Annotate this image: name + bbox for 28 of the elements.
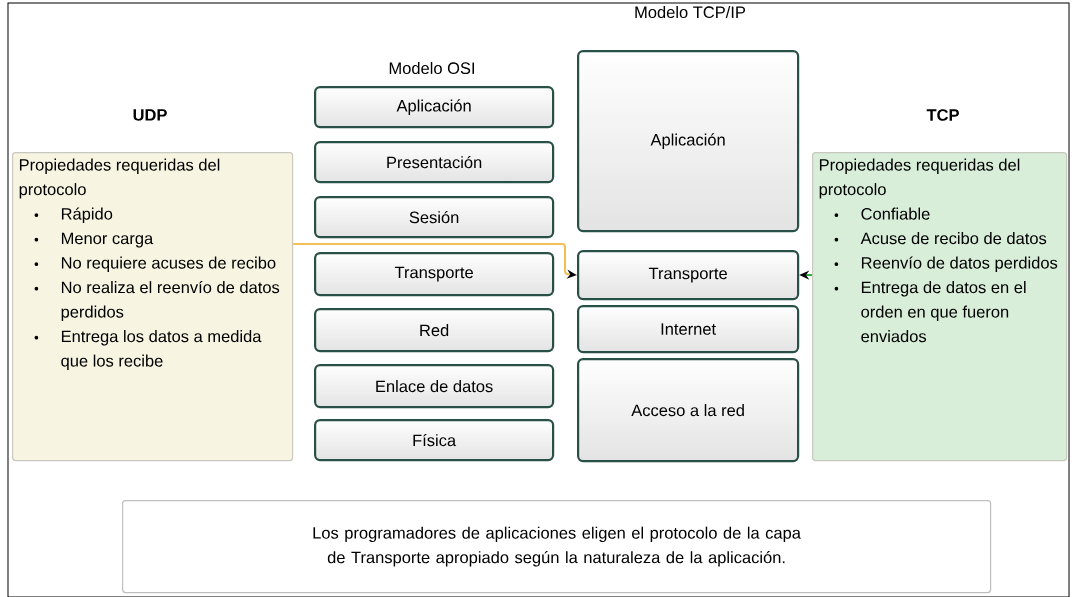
layer-box: Red: [314, 308, 555, 353]
layer-box: Sesión: [314, 196, 555, 239]
bullet-item: No realiza el reenvío de datos perdidos: [34, 280, 280, 321]
bullet-item: Confiable: [834, 207, 930, 220]
bullet-item: No requiere acuses de recibo: [34, 256, 276, 272]
layer-box: Transporte: [314, 252, 555, 297]
bullet-item: Entrega de datos en el orden en que fueron enviados: [834, 281, 1026, 343]
layer-box: Presentación: [314, 141, 555, 184]
node-label: UDP: [133, 109, 167, 121]
layer-box: Internet: [577, 305, 800, 354]
layer-box: Aplicación: [314, 86, 555, 129]
panel-text: Propiedades requeridas del protocolo: [819, 158, 1020, 199]
layer-box: Transporte: [577, 250, 800, 301]
properties-panel: UDP Propiedades requeridas del protocolo Rápido Menor carga No requiere acuses de recibo No realiza el reenvío de datos perdidos Entrega los datos a medida que los recibe: [12, 109, 294, 462]
properties-panel: TCP Propiedades requeridas del protocolo Confiable Acuse de recibo de datos Reenvío de datos perdidos Entrega de datos en el orden en que fueron enviados: [812, 109, 1068, 462]
bullet-item: Menor carga: [34, 232, 154, 248]
layer-box: Aplicación: [577, 50, 800, 233]
panel-text: Propiedades requeridas del protocolo: [19, 158, 220, 199]
layer-box: Física: [314, 419, 555, 462]
bullet-item: Acuse de recibo de datos: [834, 232, 1047, 245]
layer-box: Acceso a la red: [577, 358, 800, 463]
model-heading: Modelo TCP/IP: [635, 5, 746, 19]
note-box: Los programadores de aplicaciones eligen el protocolo de la capa de Transporte apropiado según la naturaleza de la aplicación.: [122, 500, 992, 594]
bullet-item: Rápido: [34, 207, 113, 223]
bullet-item: Entrega los datos a medida que los recibe: [34, 330, 262, 370]
bullet-item: Reenvío de datos perdidos: [834, 256, 1058, 272]
layer-box: Enlace de datos: [314, 364, 555, 409]
node-label: TCP: [926, 109, 959, 121]
